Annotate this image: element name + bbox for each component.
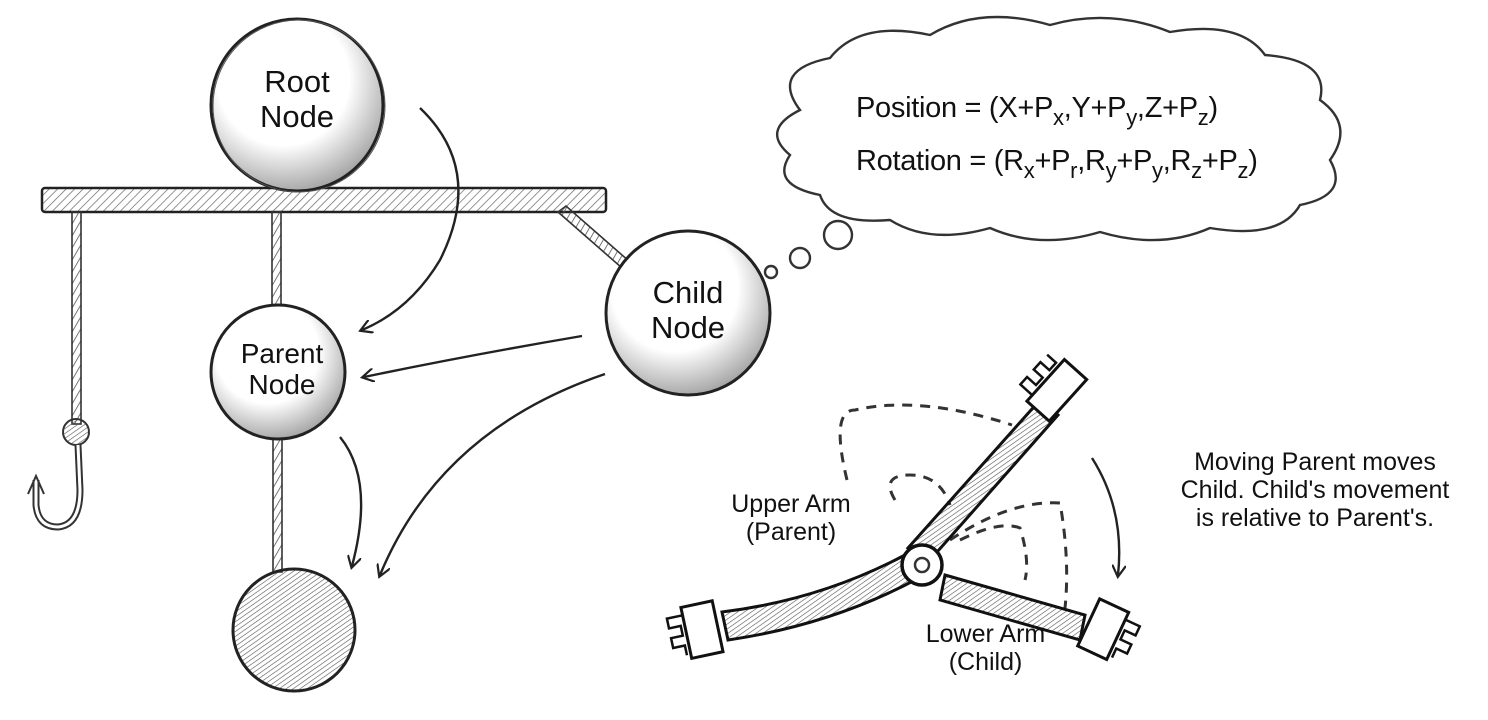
root-node [209, 17, 386, 193]
formula-subscript: y [1126, 105, 1137, 130]
lower-arm-inner-arc [959, 524, 1029, 581]
formula-subscript: y [1152, 158, 1163, 183]
formula-term: R [1003, 145, 1024, 177]
thought-dot-3 [763, 264, 779, 280]
lower-arm-label: Lower Arm (Child) [898, 620, 1073, 676]
formula-term: X+P [998, 92, 1054, 124]
formula-separator: ) [1208, 92, 1218, 124]
arrow-child-to-bottom [380, 372, 606, 575]
formula-subscript: x [1023, 158, 1035, 183]
hierarchy-note: Moving Parent moves Child. Child's movem… [1155, 448, 1475, 532]
lower-arm-label-line2: (Child) [948, 648, 1023, 676]
formula-subscript: z [1191, 158, 1202, 183]
thought-dot-2 [788, 246, 812, 270]
formula-term: Z+P [1144, 92, 1198, 124]
formula-separator: , [1063, 92, 1072, 124]
upper-arm-label: Upper Arm (Parent) [706, 490, 876, 546]
arrow-root-to-parent [362, 107, 460, 330]
lower-arm-label-line1: Lower Arm [925, 620, 1046, 648]
formula-separator: , [1162, 145, 1171, 177]
parent-node-label-line2: Node [248, 369, 316, 401]
formula-separator: ) [1248, 145, 1258, 177]
thought-bubble [763, 15, 1342, 280]
formula-term: +P [1034, 145, 1071, 177]
position-formula: Position = (X+Px,Y+Py,Z+Pz) [856, 92, 1218, 129]
robot-arm [665, 353, 1142, 662]
formula-subscript: z [1237, 158, 1249, 183]
formula-term: +P [1116, 145, 1153, 177]
formula-subscript: r [1070, 158, 1078, 183]
formula-separator: , [1077, 145, 1085, 177]
hierarchy-note-line3: is relative to Parent's. [1195, 504, 1435, 532]
child-node-label: Child Node [628, 275, 748, 345]
position-formula-prefix: Position = ( [856, 92, 999, 124]
formula-subscript: x [1053, 105, 1064, 130]
ropes [71, 204, 632, 573]
child-node-label-line2: Node [650, 309, 726, 345]
upper-arm-label-line2: (Parent) [745, 518, 837, 546]
formula-term: Y+P [1071, 92, 1127, 124]
mobile-bar [40, 186, 608, 214]
rotation-formula: Rotation = (Rx+Pr,Ry+Py,Rz+Pz) [856, 145, 1258, 182]
grandchild-node [231, 567, 357, 693]
rope-parent [271, 211, 282, 313]
formula-separator: , [1136, 92, 1145, 124]
rope-child [556, 204, 632, 270]
root-node-label-line2: Node [259, 98, 335, 134]
rotation-formula-prefix: Rotation = ( [856, 145, 1004, 177]
arrows [339, 107, 606, 575]
parent-arm [720, 552, 917, 642]
upper-arm-range-arc [838, 403, 1013, 481]
lower-arm-range-arc [949, 501, 1069, 609]
thought-dot-1 [822, 219, 854, 251]
hierarchy-note-line1: Moving Parent moves [1194, 448, 1436, 476]
parent-node [209, 303, 347, 441]
arrow-child-to-parent [364, 334, 583, 377]
arrow-parent-to-bottom [339, 436, 363, 566]
formula-term: +P [1201, 145, 1238, 177]
rotation-arrow [1090, 457, 1119, 575]
left-gripper-icon [665, 599, 725, 661]
rope-hook [71, 211, 82, 425]
upper-arm-label-line1: Upper Arm [731, 490, 851, 518]
lower-gripper-icon [1075, 596, 1142, 662]
root-node-label-line1: Root [264, 64, 330, 99]
formula-subscript: z [1197, 105, 1209, 130]
upper-arm-inner-arc [888, 473, 952, 506]
root-node-label: Root Node [247, 64, 347, 134]
child-node [604, 229, 772, 397]
upper-gripper-icon [1018, 353, 1089, 424]
rope-bottom [272, 437, 283, 573]
hierarchy-note-line2: Child. Child's movement [1180, 476, 1450, 504]
formula-term: R [1084, 145, 1106, 177]
parent-node-label: Parent Node [222, 338, 342, 401]
parent-node-label-line1: Parent [240, 338, 324, 369]
hook-icon [27, 418, 90, 531]
formula-term: R [1170, 145, 1192, 177]
formula-subscript: y [1105, 158, 1117, 183]
child-node-label-line1: Child [652, 275, 724, 310]
